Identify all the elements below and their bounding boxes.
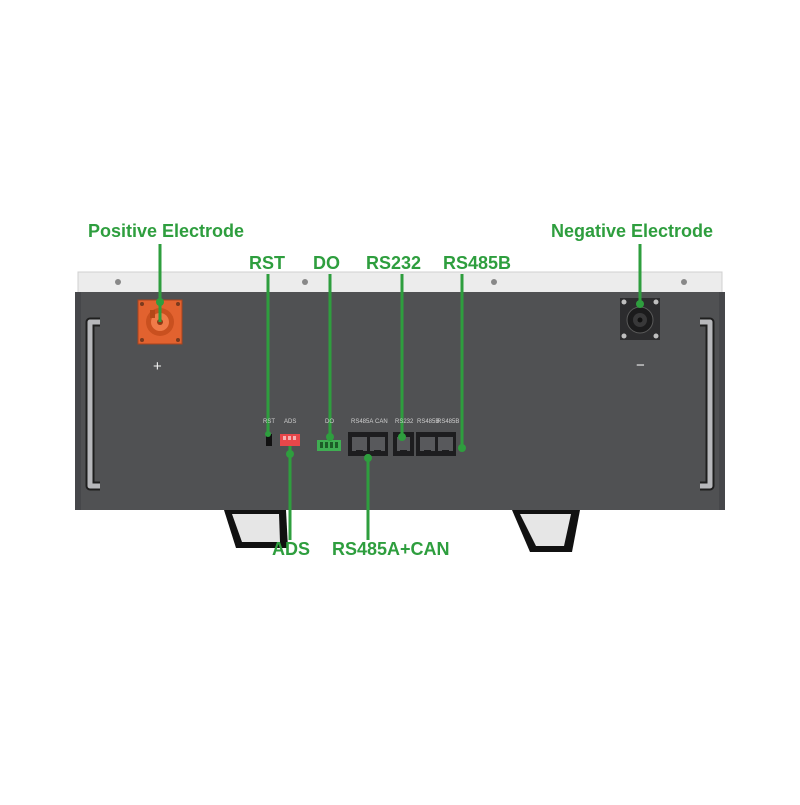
label-rs232: RS232 bbox=[366, 253, 422, 273]
right-handle bbox=[700, 317, 715, 491]
do-terminal-block bbox=[317, 440, 341, 451]
rst-button bbox=[266, 434, 272, 446]
front-panel bbox=[75, 292, 725, 510]
top-plate-screws bbox=[115, 279, 687, 285]
ads-dip-switch bbox=[280, 434, 300, 446]
minus-symbol: − bbox=[636, 357, 645, 374]
panel-label-do: DO bbox=[325, 419, 334, 425]
left-panel-edge bbox=[75, 292, 81, 510]
top-plate bbox=[77, 271, 723, 295]
label-do: DO bbox=[313, 253, 340, 273]
left-foot bbox=[224, 510, 288, 548]
rs485a-can-ports bbox=[348, 432, 388, 456]
panel-label-rs485b-2: RS485B bbox=[437, 419, 460, 425]
panel-label-rs485b-1: RS485B bbox=[417, 419, 440, 425]
do-dot bbox=[326, 433, 334, 441]
leader-dots bbox=[156, 298, 644, 462]
panel-label-can: CAN bbox=[375, 419, 388, 425]
leader-lines bbox=[158, 244, 642, 540]
negative-electrode-dot bbox=[636, 300, 644, 308]
left-handle bbox=[85, 317, 100, 491]
panel-label-rs485a: RS485A bbox=[351, 419, 374, 425]
plus-symbol: + bbox=[153, 358, 162, 375]
rst-dot bbox=[265, 431, 271, 437]
rs485b-ports bbox=[416, 432, 456, 456]
label-rs485a-can: RS485A+CAN bbox=[332, 539, 450, 559]
panel-label-ads: ADS bbox=[284, 419, 297, 425]
label-positive-electrode: Positive Electrode bbox=[88, 221, 245, 241]
positive-electrode-dot bbox=[156, 298, 164, 306]
panel-label-rst: RST bbox=[263, 419, 275, 425]
label-ads: ADS bbox=[272, 539, 311, 559]
label-negative-electrode: Negative Electrode bbox=[551, 221, 714, 241]
rs485b-dot bbox=[458, 444, 466, 452]
panel-label-rs232: RS232 bbox=[395, 419, 414, 425]
label-rs485b: RS485B bbox=[443, 253, 512, 273]
right-panel-edge bbox=[719, 292, 725, 510]
label-rst: RST bbox=[249, 253, 285, 273]
right-foot bbox=[512, 510, 580, 552]
ads-dot bbox=[286, 450, 294, 458]
rs232-dot bbox=[398, 433, 406, 441]
rs485a-can-dot bbox=[364, 454, 372, 462]
